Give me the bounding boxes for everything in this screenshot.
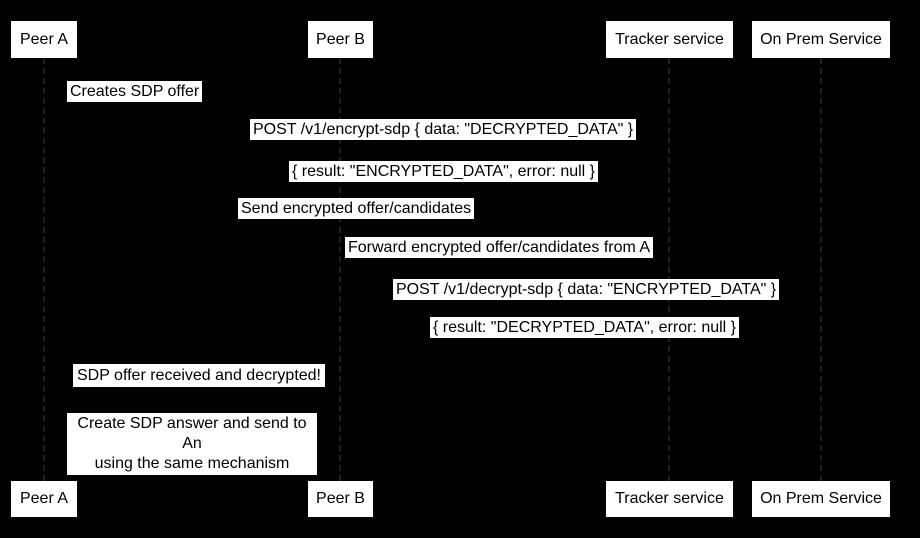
- actor-label: On Prem Service: [760, 30, 882, 48]
- message-sdp-offer-received: SDP offer received and decrypted!: [73, 364, 325, 387]
- message-creates-sdp-offer: Creates SDP offer: [67, 81, 203, 102]
- actor-bottom-peer-a: Peer A: [11, 481, 77, 517]
- note-line-2: using the same mechanism: [94, 455, 290, 472]
- actor-bottom-on-prem-service: On Prem Service: [752, 481, 890, 517]
- note-line-1: Create SDP answer and send to An: [77, 415, 307, 452]
- actor-label: On Prem Service: [760, 490, 882, 507]
- message-send-encrypted-offer: Send encrypted offer/candidates: [238, 198, 475, 219]
- lifeline-peer-b: [339, 58, 341, 481]
- actor-top-peer-a: Peer A: [11, 21, 77, 58]
- actor-label: Tracker service: [615, 30, 724, 48]
- actor-label: Tracker service: [615, 490, 724, 507]
- lifeline-peer-a: [43, 58, 45, 481]
- lifeline-on-prem-service: [820, 58, 822, 481]
- message-forward-encrypted-offer: Forward encrypted offer/candidates from …: [345, 237, 654, 258]
- actor-top-tracker-service: Tracker service: [606, 21, 733, 58]
- actor-label: Peer B: [316, 30, 365, 48]
- actor-bottom-peer-b: Peer B: [308, 481, 373, 517]
- note-create-sdp-answer: Create SDP answer and send to An using t…: [67, 413, 317, 475]
- message-result-encrypted: { result: "ENCRYPTED_DATA", error: null …: [289, 161, 599, 182]
- actor-top-peer-b: Peer B: [308, 21, 373, 58]
- actor-top-on-prem-service: On Prem Service: [752, 21, 890, 58]
- actor-label: Peer A: [19, 30, 69, 48]
- message-post-encrypt-sdp: POST /v1/encrypt-sdp { data: "DECRYPTED_…: [250, 119, 637, 140]
- lifeline-tracker-service: [668, 58, 670, 481]
- actor-label: Peer A: [19, 490, 69, 507]
- message-result-decrypted: { result: "DECRYPTED_DATA", error: null …: [430, 317, 740, 338]
- actor-bottom-tracker-service: Tracker service: [606, 481, 733, 517]
- actor-label: Peer B: [316, 490, 365, 507]
- message-post-decrypt-sdp: POST /v1/decrypt-sdp { data: "ENCRYPTED_…: [393, 279, 780, 300]
